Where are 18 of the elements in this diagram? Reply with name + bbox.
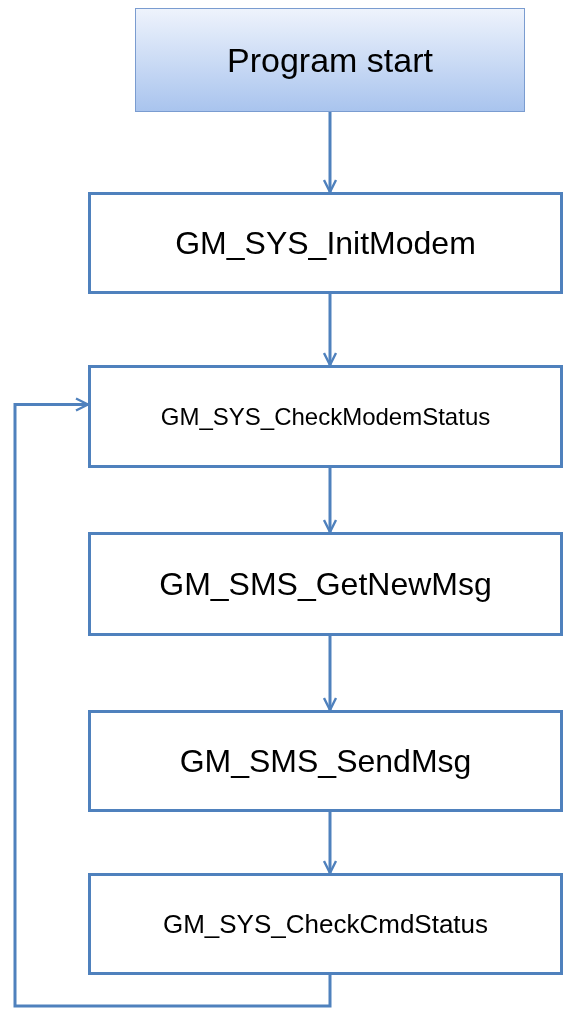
arrow <box>13 397 332 1008</box>
box-label: GM_SYS_CheckModemStatus <box>160 402 491 431</box>
process-box <box>88 365 563 468</box>
arrow <box>322 294 338 367</box>
arrow <box>322 112 338 194</box>
box-label: GM_SMS_GetNewMsg <box>159 565 492 603</box>
box-label: GM_SMS_SendMsg <box>179 742 472 780</box>
box-label: Program start <box>227 40 433 80</box>
process-box <box>88 532 563 636</box>
process-box <box>88 710 563 812</box>
arrow <box>322 812 338 875</box>
start-box <box>135 8 525 112</box>
process-box <box>88 192 563 294</box>
process-box <box>88 873 563 975</box>
box-label: GM_SYS_InitModem <box>175 224 476 262</box>
arrow <box>322 636 338 712</box>
arrow <box>322 468 338 534</box>
box-label: GM_SYS_CheckCmdStatus <box>162 908 489 940</box>
